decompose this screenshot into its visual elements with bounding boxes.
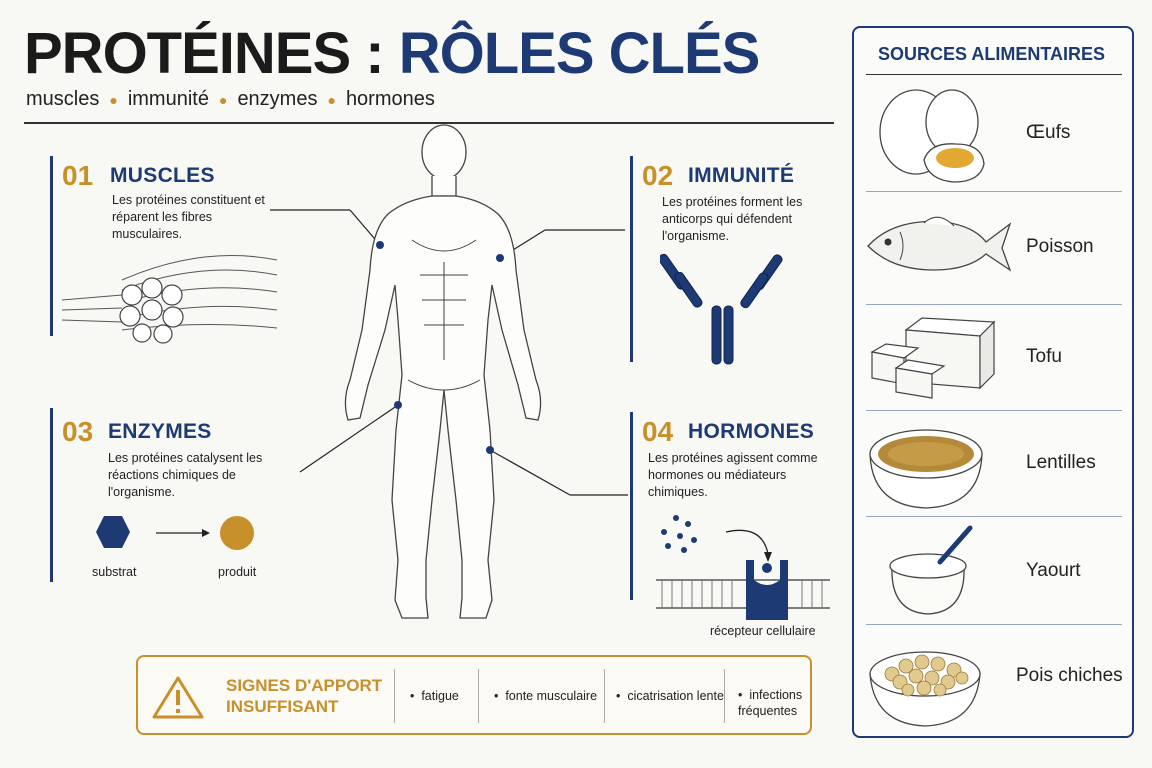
section-heading-enzymes: ENZYMES: [108, 420, 212, 443]
divider: [866, 74, 1122, 75]
section-text: Les protéines agissent comme hormones ou…: [648, 451, 818, 499]
bullet-dot: ●: [218, 91, 228, 108]
product-circle-icon: [220, 516, 254, 550]
divider: [866, 410, 1122, 411]
divider: [866, 304, 1122, 305]
keyword: enzymes: [237, 88, 318, 110]
keyword: muscles: [26, 88, 100, 110]
section-number: 04: [642, 416, 674, 447]
bullet-dot: ●: [327, 91, 336, 108]
eggs-icon: [879, 89, 985, 183]
section-bar: [630, 412, 633, 600]
receptor-diagram: [656, 515, 830, 620]
divider: [724, 669, 725, 723]
arrow-down-icon: [764, 552, 772, 562]
warning-icon: [152, 676, 204, 719]
section-text: Les protéines constituent et réparent le…: [112, 193, 265, 241]
marker-dot: [376, 241, 384, 249]
keyword: hormones: [345, 88, 435, 110]
divider: [866, 191, 1122, 192]
deficiency-warning-box: SIGNES D'APPORT INSUFFISANT • fatigue • …: [136, 655, 812, 735]
enzyme-reaction-diagram: [96, 516, 254, 550]
section-bar: [630, 156, 633, 362]
warning-item: • infections fréquentes: [738, 688, 803, 718]
bullet-dot: ●: [109, 91, 118, 108]
divider: [604, 669, 605, 723]
title-part-2: RÔLES CLÉS: [398, 21, 761, 86]
lentils-bowl-icon: [869, 429, 983, 509]
warning-item: • cicatrisation lente: [616, 689, 724, 703]
substrate-hexagon-icon: [96, 516, 130, 548]
section-bar: [50, 408, 53, 582]
warning-item: • fatigue: [410, 689, 459, 703]
section-bar: [50, 156, 53, 336]
keyword: immunité: [127, 88, 209, 110]
divider: [478, 669, 479, 723]
divider: [866, 516, 1122, 517]
human-figure-icon: [344, 124, 542, 619]
food-label-fish: Poisson: [1026, 236, 1094, 257]
section-heading-immunite: IMMUNITÉ: [688, 164, 795, 187]
antibody-icon: [660, 253, 783, 365]
marker-dot: [394, 401, 402, 409]
food-label-yogurt: Yaourt: [1026, 560, 1081, 581]
marker-dot: [486, 446, 494, 454]
food-label-chickpeas: Pois chiches: [1016, 665, 1123, 686]
fish-icon: [867, 216, 1012, 272]
food-sources-panel: SOURCES ALIMENTAIRES Œufs Poisson Tofu L…: [852, 26, 1134, 738]
food-label-eggs: Œufs: [1026, 122, 1071, 143]
divider: [866, 624, 1122, 625]
panel-title: SOURCES ALIMENTAIRES: [878, 44, 1106, 64]
substrate-label: substrat: [92, 565, 137, 579]
header-divider: [24, 122, 834, 124]
product-label: produit: [218, 565, 257, 579]
yogurt-icon: [889, 525, 973, 615]
body-illustration: [270, 124, 628, 619]
section-number: 03: [62, 416, 94, 447]
receptor-label: récepteur cellulaire: [710, 624, 816, 638]
arrow-right-icon: [202, 529, 210, 537]
food-label-tofu: Tofu: [1026, 346, 1062, 367]
muscle-fiber-icon: [62, 255, 278, 344]
tofu-icon: [870, 317, 996, 399]
warning-item: • fonte musculaire: [494, 689, 598, 703]
divider: [394, 669, 395, 723]
chickpeas-bowl-icon: [869, 651, 981, 727]
section-number: 02: [642, 160, 674, 191]
section-text: Les protéines catalysent les réactions c…: [108, 451, 263, 499]
section-number: 01: [62, 160, 94, 191]
food-label-lentils: Lentilles: [1026, 452, 1096, 473]
warning-title: SIGNES D'APPORT INSUFFISANT: [226, 676, 383, 716]
section-heading-hormones: HORMONES: [688, 420, 815, 443]
section-heading-muscles: MUSCLES: [110, 164, 215, 187]
marker-dot: [496, 254, 504, 262]
section-text: Les protéines forment les anticorps qui …: [662, 195, 803, 243]
title-part-1: PROTÉINES :: [24, 21, 385, 86]
receptor-icon: [746, 560, 788, 620]
page-title: PROTÉINES : RÔLES CLÉS: [24, 21, 761, 86]
keywords-line: muscles ● immunité ● enzymes ● hormones: [26, 88, 435, 111]
